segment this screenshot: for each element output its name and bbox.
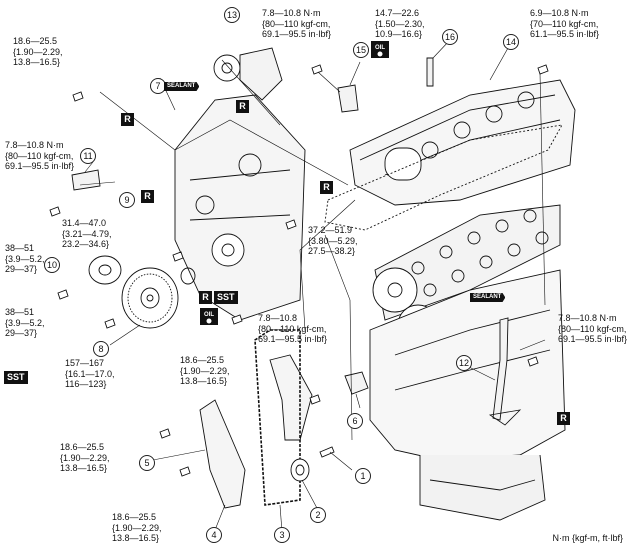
bolts <box>49 64 549 477</box>
svg-text:OIL: OIL <box>204 312 214 318</box>
torque-spec-guide-bolt-lower: 18.6—25.5 {1.90—2.29, 13.8—16.5} <box>112 512 162 543</box>
drive-belt-tensioner <box>213 47 283 101</box>
idler-pulley <box>88 255 122 285</box>
leader-lines <box>79 39 546 533</box>
cylinder-head <box>374 204 561 321</box>
torque-spec-oil-jet: 7.8—10.8 {80—110 kgf-cm, 69.1—95.5 in·lb… <box>258 313 328 344</box>
torque-spec-crank-pulley-bolt: 157—167 {16.1—17.0, 116—123} <box>65 358 115 389</box>
torque-spec-front-cover-bolt: 37.2—51.9 {3.80—5.29, 27.5—38.2} <box>308 225 358 256</box>
oil-can-icon: OIL <box>200 308 218 325</box>
engine-front-cover <box>174 94 306 321</box>
head-cover-gasket <box>324 124 563 231</box>
torque-spec-tensioner-bolt: 18.6—25.5 {1.90—2.29, 13.8—16.5} <box>180 355 230 386</box>
chain-guide <box>199 399 246 509</box>
replace-tag-crank-seal: R <box>199 291 212 304</box>
replace-tag-head-cover-gasket: R <box>320 181 333 194</box>
timing-chain <box>254 329 301 506</box>
oil-tag-ocv: OIL <box>370 38 392 62</box>
oil-can-icon: OIL <box>371 41 389 58</box>
crankshaft-sprocket <box>290 458 310 482</box>
chain-tensioner-arm <box>269 354 313 441</box>
callout-14: 14 <box>503 34 519 50</box>
sealant-tag-front-cover: SEALANT <box>164 82 200 91</box>
callout-8: 8 <box>93 341 109 357</box>
callout-5: 5 <box>139 455 155 471</box>
callout-16: 16 <box>442 29 458 45</box>
camshaft-sprocket-intake <box>372 267 418 313</box>
cylinder-head-cover <box>349 79 576 206</box>
callout-12: 12 <box>456 355 472 371</box>
callout-10: 10 <box>44 257 60 273</box>
torque-spec-dipstick-bolt: 7.8—10.8 N·m {80—110 kgf-cm, 69.1—95.5 i… <box>558 313 628 344</box>
torque-spec-lower-idler-bolt: 38—51 {3.9—5.2, 29—37} <box>5 307 45 338</box>
sst-tag-crank-pulley: SST <box>4 371 28 384</box>
torque-spec-sensor: 14.7—22.6 {1.50—2.30, 10.9—16.6} <box>375 8 425 39</box>
callout-7: 7 <box>150 78 166 94</box>
callout-15: 15 <box>353 42 369 58</box>
sst-tag-crank-seal: SST <box>214 291 238 304</box>
callout-1: 1 <box>355 468 371 484</box>
crankshaft-pulley <box>121 267 179 329</box>
callout-11: 11 <box>80 148 96 164</box>
callout-13: 13 <box>224 7 240 23</box>
torque-spec-plug: 31.4—47.0 {3.21—4.79, 23.2—34.6} <box>62 218 112 249</box>
torque-spec-idler-bolt: 38—51 {3.9—5.2, 29—37} <box>5 243 45 274</box>
replace-tag-front-cover-orings: R <box>236 100 249 113</box>
torque-spec-guide-bolt-upper: 18.6—25.5 {1.90—2.29, 13.8—16.5} <box>60 442 110 473</box>
callout-6: 6 <box>347 413 363 429</box>
sealant-tag-block: SEALANT <box>470 293 506 302</box>
oil-level-gauge <box>492 317 509 421</box>
camshaft-position-sensor <box>71 169 101 191</box>
units-note: N·m {kgf-m, ft·lbf} <box>552 533 623 543</box>
replace-tag-plug: R <box>141 190 154 203</box>
replace-tag-cmp-seal: R <box>121 113 134 126</box>
oil-control-valve <box>337 84 359 113</box>
callout-3: 3 <box>274 527 290 543</box>
torque-spec-head-cover-bolt: 6.9—10.8 N·m {70—110 kgf-cm, 61.1—95.5 i… <box>530 8 600 39</box>
oil-tag-crank-seal: OIL <box>199 305 221 329</box>
chain-tensioner <box>344 371 369 395</box>
callout-2: 2 <box>310 507 326 523</box>
torque-spec-cmp-sensor-bolt: 7.8—10.8 N·m {80—110 kgf-cm, 69.1—95.5 i… <box>5 140 75 171</box>
callout-9: 9 <box>119 192 135 208</box>
torque-spec-ocv-bolt: 7.8—10.8 N·m {80—110 kgf-cm, 69.1—95.5 i… <box>262 8 332 39</box>
svg-text:OIL: OIL <box>375 45 385 51</box>
crankshaft-key <box>319 446 335 458</box>
replace-tag-dipstick-oring: R <box>557 412 570 425</box>
torque-spec-bolt-top-left: 18.6—25.5 {1.90—2.29, 13.8—16.5} <box>13 36 63 67</box>
crankshaft-front-seal <box>180 267 196 285</box>
callout-4: 4 <box>206 527 222 543</box>
camshaft-sensor-bolt <box>426 57 434 87</box>
